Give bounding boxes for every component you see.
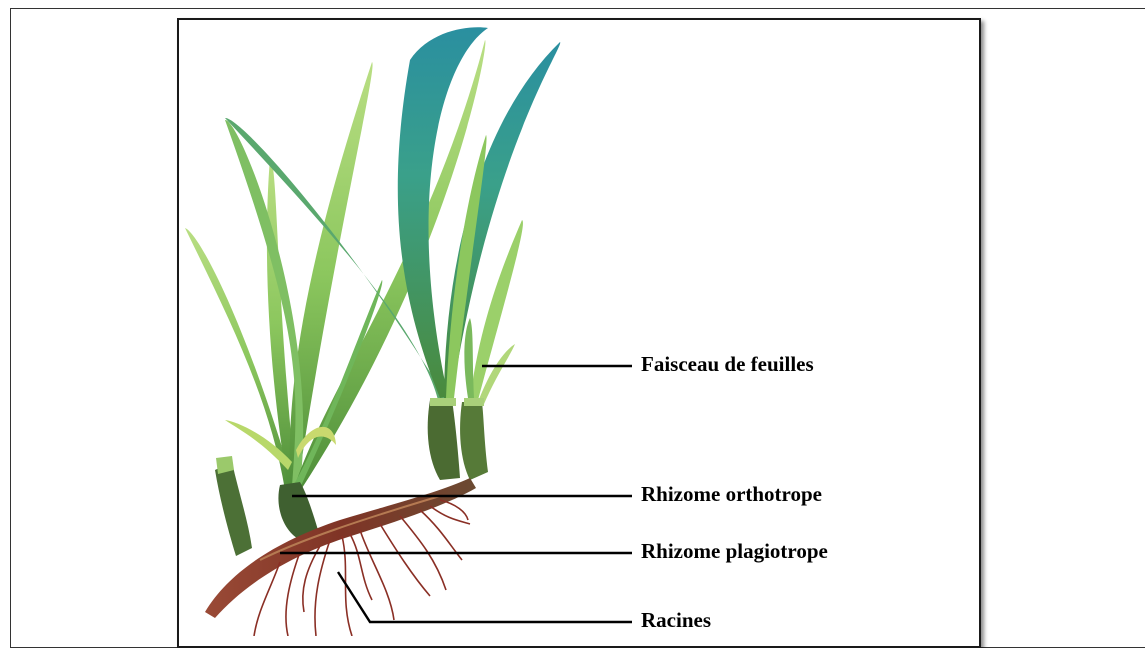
label-faisceau-de-feuilles: Faisceau de feuilles [641,354,814,375]
label-rhizome-orthotrope: Rhizome orthotrope [641,484,822,505]
label-rhizome-plagiotrope: Rhizome plagiotrope [641,541,828,562]
label-racines: Racines [641,610,711,631]
